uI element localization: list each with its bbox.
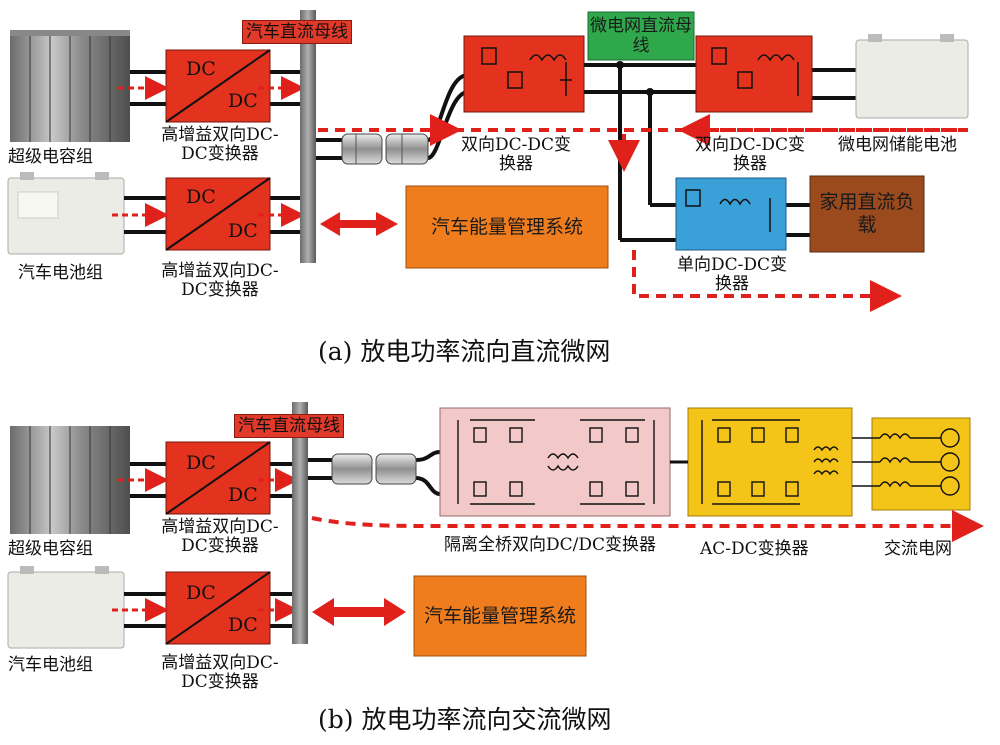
vehicle-battery-a bbox=[7, 172, 125, 255]
converter-top-label-a: 高增益双向DC-DC变换器 bbox=[161, 125, 279, 164]
ems-link-arrow-a bbox=[320, 212, 398, 236]
acdc-converter-b bbox=[687, 407, 853, 517]
ems-label-a: 汽车能量管理系统 bbox=[430, 215, 583, 238]
ems-link-arrow-b bbox=[312, 598, 406, 626]
hg-converter-top-b bbox=[165, 441, 271, 515]
charging-plug-b bbox=[331, 453, 417, 485]
converter-bottom-label-b: 高增益双向DC-DC变换器 bbox=[161, 653, 279, 692]
dc-load-a bbox=[809, 175, 925, 253]
microgrid-bus-label-a: 微电网直流母线 bbox=[590, 16, 692, 56]
ems-box-a bbox=[405, 185, 609, 269]
hg-converter-top-a bbox=[165, 49, 271, 123]
battery-label-b: 汽车电池组 bbox=[8, 655, 93, 675]
unidirectional-dcdc-a bbox=[675, 177, 787, 251]
converter-top-dc-in-a: DC bbox=[186, 58, 216, 80]
ems-box-b bbox=[413, 575, 587, 657]
dc-bus-label-b: 汽车直流母线 bbox=[234, 414, 344, 438]
bidirectional-converter-label-a: 双向DC-DC变换器 bbox=[460, 135, 572, 174]
converter-bottom-label-a: 高增益双向DC-DC变换器 bbox=[161, 261, 279, 300]
load-label-a: 家用直流负载 bbox=[819, 191, 915, 236]
ems-label-b: 汽车能量管理系统 bbox=[423, 604, 576, 627]
battery-label-a: 汽车电池组 bbox=[18, 263, 103, 283]
microgrid-bus-a bbox=[587, 11, 695, 61]
converter-bottom-dc-out-b: DC bbox=[228, 614, 258, 636]
dc-bus-b bbox=[292, 402, 308, 644]
vehicle-battery-b bbox=[7, 566, 125, 649]
acdc-label-b: AC-DC变换器 bbox=[700, 539, 809, 559]
converter-top-dc-out-b: DC bbox=[228, 484, 258, 506]
converter-bottom-dc-in-a: DC bbox=[186, 186, 216, 208]
hg-converter-bottom-a bbox=[165, 177, 271, 251]
caption-b: (b) 放电功率流向交流微网 bbox=[318, 705, 612, 734]
storage-battery-a bbox=[855, 34, 969, 119]
converter-bottom-dc-out-a: DC bbox=[228, 220, 258, 242]
supercap-label-b: 超级电容组 bbox=[8, 539, 93, 559]
bidirectional-dcdc-a bbox=[463, 35, 585, 113]
supercap-bank-a bbox=[10, 30, 130, 142]
isolated-converter-label-b: 隔离全桥双向DC/DC变换器 bbox=[443, 535, 656, 555]
hg-converter-bottom-b bbox=[165, 571, 271, 645]
supercap-bank-b bbox=[10, 426, 130, 534]
charging-plug-a bbox=[341, 133, 429, 165]
dc-bus-label-a: 汽车直流母线 bbox=[242, 20, 352, 44]
converter-top-label-b: 高增益双向DC-DC变换器 bbox=[161, 517, 279, 556]
supercap-label-a: 超级电容组 bbox=[8, 147, 93, 167]
ac-grid-block-b bbox=[852, 417, 971, 511]
converter-top-dc-out-a: DC bbox=[228, 90, 258, 112]
converter-bottom-dc-in-b: DC bbox=[186, 582, 216, 604]
power-flow-path-b bbox=[311, 510, 984, 542]
dc-bus-a bbox=[300, 10, 316, 263]
converter-top-dc-in-b: DC bbox=[186, 452, 216, 474]
bidirectional-dcdc-right-a bbox=[695, 35, 813, 113]
isolated-fullbridge-b bbox=[439, 407, 671, 517]
grid-label-b: 交流电网 bbox=[884, 539, 952, 559]
storage-label-a: 微电网储能电池 bbox=[838, 135, 957, 155]
caption-a: (a) 放电功率流向直流微网 bbox=[318, 337, 611, 366]
power-flow-path-a bbox=[318, 114, 968, 312]
unidirectional-converter-label-a: 单向DC-DC变换器 bbox=[676, 255, 788, 294]
bidirectional-converter-right-label-a: 双向DC-DC变换器 bbox=[694, 135, 806, 174]
